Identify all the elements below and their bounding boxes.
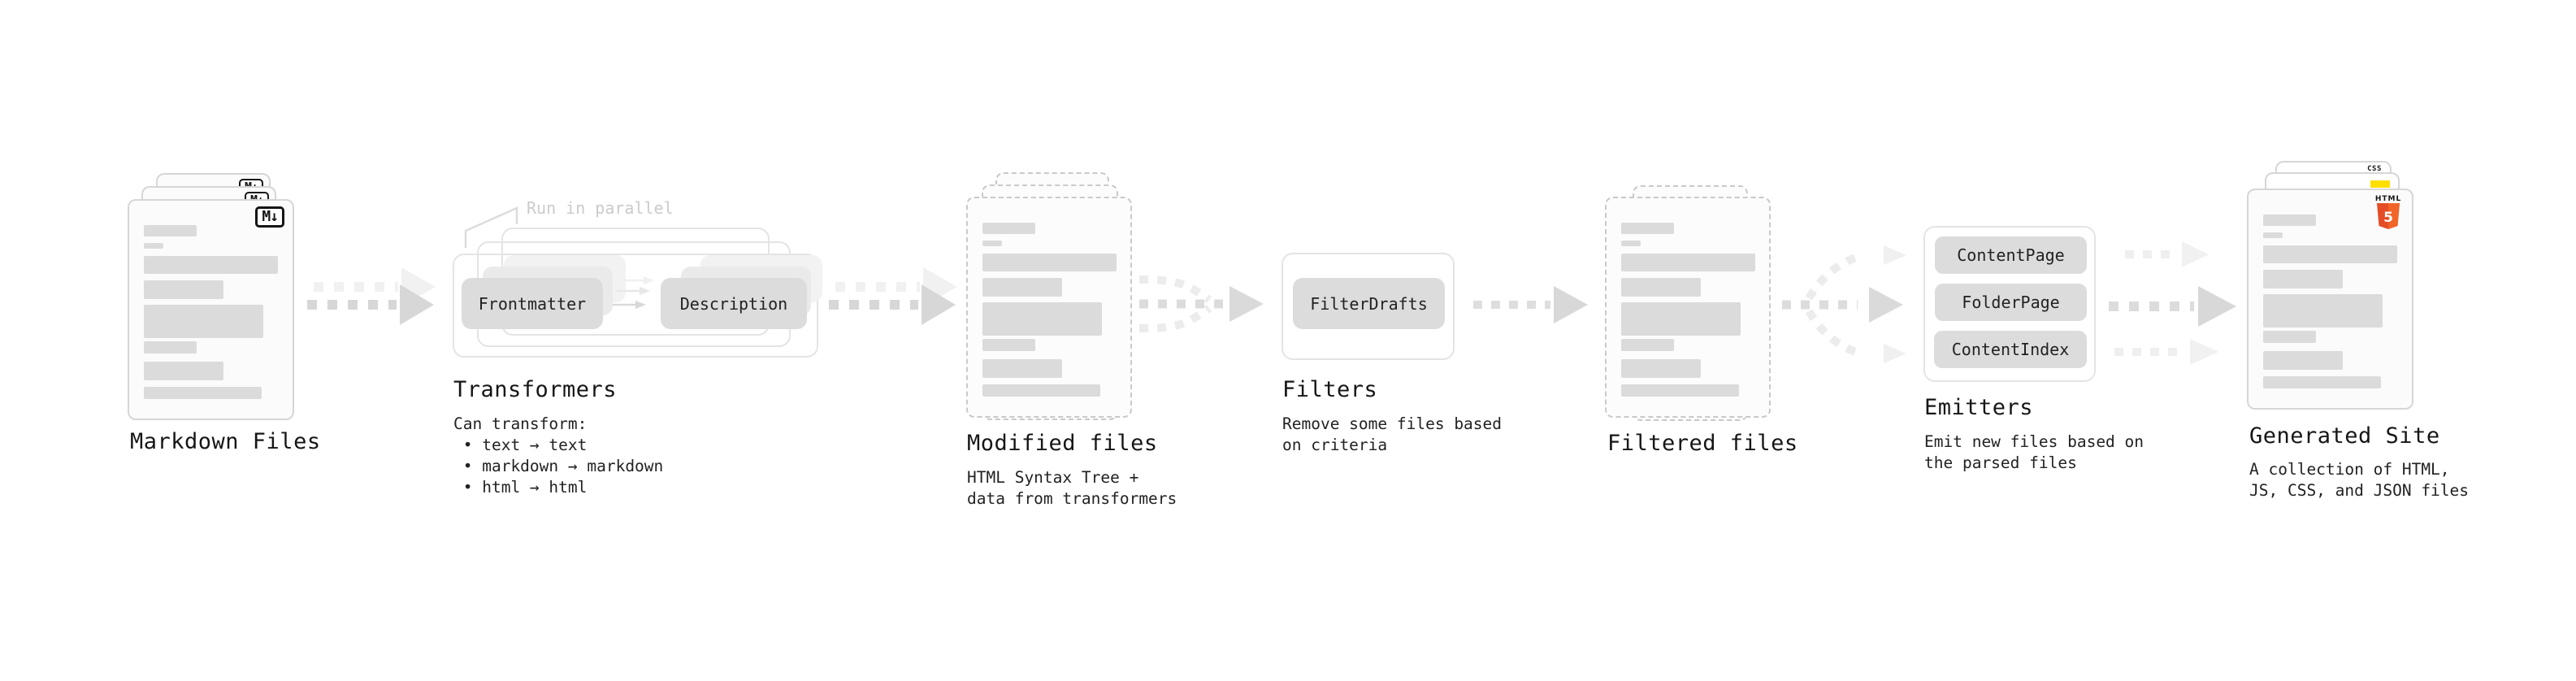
placeholder-text-line (982, 384, 1100, 397)
placeholder-text-line (1621, 254, 1755, 271)
contentindex-node: ContentIndex (1934, 331, 2087, 368)
html5-icon: HTML 5 (2374, 195, 2402, 230)
filterdrafts-node: FilterDrafts (1293, 278, 1445, 329)
merge-arrow-icon (1138, 275, 1264, 332)
flow-arrow-icon (1473, 286, 1588, 323)
modified-files-description: HTML Syntax Tree + data from transformer… (967, 468, 1177, 508)
generated-html-card: HTML 5 (2247, 189, 2413, 410)
transformers-box (453, 254, 818, 358)
stage-title-filters: Filters (1282, 377, 1378, 402)
placeholder-text-line (1621, 241, 1641, 246)
description-node: Description (661, 278, 807, 329)
javascript-icon (2370, 180, 2390, 188)
placeholder-text-line (1621, 384, 1739, 397)
stage-title-generated-site: Generated Site (2249, 423, 2440, 449)
placeholder-text-line (144, 256, 278, 274)
placeholder-text-line (144, 387, 262, 399)
placeholder-text-line (982, 359, 1062, 378)
placeholder-text-line (982, 241, 1002, 246)
emit-arrows-icon (2109, 241, 2236, 365)
modified-file-card (966, 197, 1132, 418)
placeholder-text-line (1621, 359, 1701, 378)
placeholder-text-line (2263, 215, 2316, 226)
flow-arrow-icon (829, 267, 957, 325)
stage-title-markdown-files: Markdown Files (130, 429, 321, 454)
svg-text:5: 5 (2383, 210, 2393, 226)
markdown-icon: M↓ (255, 206, 284, 228)
placeholder-text-line (144, 341, 197, 354)
run-in-parallel-label: Run in parallel (527, 198, 674, 218)
markdown-file-card: M↓ (128, 199, 294, 420)
placeholder-text-line (2263, 331, 2316, 343)
stage-title-emitters: Emitters (1924, 395, 2034, 420)
placeholder-text-line (144, 243, 163, 249)
frontmatter-node: Frontmatter (462, 278, 603, 329)
filters-description: Remove some files based on criteria (1282, 414, 1503, 454)
placeholder-text-line (2263, 294, 2383, 327)
contentpage-node: ContentPage (1935, 236, 2087, 274)
placeholder-text-line (2263, 232, 2283, 238)
placeholder-text-line (1621, 339, 1674, 351)
placeholder-text-line (2263, 245, 2397, 263)
filtered-file-card (1605, 197, 1771, 418)
placeholder-text-line (144, 280, 223, 299)
stage-title-modified-files: Modified files (967, 431, 1158, 456)
placeholder-text-line (1621, 278, 1701, 297)
split-arrow-icon (1782, 245, 1906, 363)
stage-title-transformers: Transformers (453, 377, 618, 402)
parallel-arrows-icon (613, 276, 654, 309)
placeholder-text-line (144, 225, 197, 236)
placeholder-text-line (2263, 351, 2343, 370)
folderpage-node: FolderPage (1935, 284, 2087, 321)
placeholder-text-line (982, 302, 1102, 336)
placeholder-text-line (144, 362, 223, 380)
transformers-description: Can transform: • text → text • markdown … (453, 414, 664, 497)
flow-arrow-icon (307, 267, 436, 325)
placeholder-text-line (982, 339, 1035, 351)
filters-box (1281, 253, 1455, 360)
annotation-leader-line (464, 206, 518, 248)
placeholder-text-line (1621, 302, 1741, 336)
placeholder-text-line (982, 223, 1035, 234)
placeholder-text-line (982, 278, 1062, 297)
placeholder-text-line (144, 305, 263, 338)
placeholder-text-line (2263, 376, 2381, 388)
emitters-box (1923, 226, 2096, 382)
placeholder-text-line (982, 254, 1117, 271)
emitters-description: Emit new files based on the parsed files (1924, 432, 2144, 472)
generated-site-description: A collection of HTML, JS, CSS, and JSON … (2249, 460, 2470, 500)
placeholder-text-line (1621, 223, 1674, 234)
stage-title-filtered-files: Filtered files (1607, 431, 1798, 456)
placeholder-text-line (2263, 270, 2343, 288)
